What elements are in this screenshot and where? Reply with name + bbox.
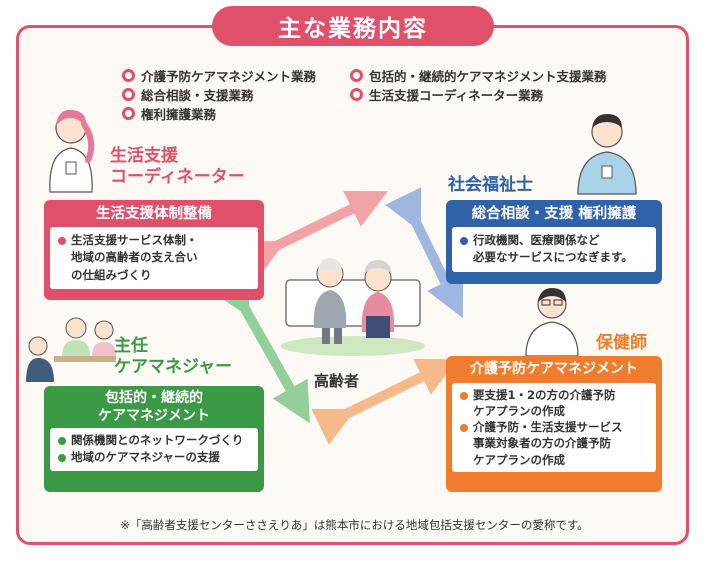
box-heading: 介護予防ケアマネジメント bbox=[470, 361, 638, 377]
care-manager-illustration bbox=[26, 317, 116, 382]
nurse-illustration bbox=[525, 288, 579, 356]
role-social-worker: 社会福祉士 bbox=[448, 175, 533, 195]
duties-list-left: 介護予防ケアマネジメント業務 総合相談・支援業務 権利擁護業務 bbox=[122, 66, 316, 123]
duty-item: 権利擁護業務 bbox=[122, 104, 316, 123]
role-coordinator: 生活支援 コーディネーター bbox=[110, 146, 245, 188]
box-coordinator: 生活支援体制整備 生活支援サービス体制・ 地域の高齢者の支え合い の仕組みづくり bbox=[44, 200, 264, 300]
box-heading: 生活支援体制整備 bbox=[96, 206, 212, 222]
bullet-icon bbox=[460, 391, 468, 400]
bullet-icon bbox=[58, 237, 66, 246]
flower-icon bbox=[122, 88, 135, 101]
box-social-worker: 総合相談・支援 権利擁護 行政機関、医療関係など 必要なサービスにつなぎます。 bbox=[446, 200, 662, 284]
box-care-manager: 包括的・継続的 ケアマネジメント 関係機関とのネットワークづくり 地域のケアマネ… bbox=[44, 386, 264, 492]
flower-icon bbox=[350, 88, 363, 101]
duty-item: 介護予防ケアマネジメント業務 bbox=[122, 66, 316, 85]
bullet-icon bbox=[58, 437, 66, 445]
role-nurse: 保健師 bbox=[596, 333, 647, 353]
coordinator-illustration bbox=[49, 109, 95, 193]
box-body: 生活支援サービス体制・ 地域の高齢者の支え合い の仕組みづくり bbox=[50, 227, 258, 289]
arrow-care-manager bbox=[212, 272, 310, 424]
box-nurse: 介護予防ケアマネジメント 要支援1・2の方の介護予防 ケアプランの作成 介護予防… bbox=[446, 356, 662, 492]
box-heading: 包括的・継続的 ケアマネジメント bbox=[98, 390, 210, 424]
bullet-icon bbox=[58, 454, 66, 463]
flower-icon bbox=[122, 69, 135, 82]
list-item: 地域のケアマネジャーの支援 bbox=[58, 449, 250, 466]
duty-item: 生活支援コーディネーター業務 bbox=[350, 85, 607, 104]
box-heading: 総合相談・支援 権利擁護 bbox=[471, 206, 637, 222]
flower-icon bbox=[350, 69, 363, 82]
social-worker-illustration bbox=[577, 114, 637, 195]
duty-item: 包括的・継続的ケアマネジメント支援業務 bbox=[350, 66, 607, 85]
box-body: 関係機関とのネットワークづくり 地域のケアマネジャーの支援 bbox=[50, 428, 258, 471]
center-label-elderly: 高齢者 bbox=[314, 372, 360, 390]
list-item: 関係機関とのネットワークづくり bbox=[58, 432, 250, 449]
duty-item: 総合相談・支援業務 bbox=[122, 85, 316, 104]
list-item: 要支援1・2の方の介護予防 ケアプランの作成 bbox=[460, 387, 648, 420]
box-body: 要支援1・2の方の介護予防 ケアプランの作成 介護予防・生活支援サービス 事業対… bbox=[452, 382, 656, 473]
arrow-social-worker bbox=[385, 187, 464, 318]
list-item: 行政機関、医療関係など 必要なサービスにつなぎます。 bbox=[460, 232, 648, 267]
bullet-icon bbox=[460, 424, 468, 433]
list-item: 生活支援サービス体制・ 地域の高齢者の支え合い の仕組みづくり bbox=[58, 232, 250, 284]
flower-icon bbox=[122, 107, 135, 120]
role-care-manager: 主任 ケアマネジャー bbox=[114, 336, 233, 378]
arrow-nurse bbox=[311, 358, 458, 445]
page-title: 主な業務内容 bbox=[212, 6, 494, 46]
bullet-icon bbox=[460, 237, 468, 246]
arrow-coordinator bbox=[241, 190, 388, 277]
duties-list-right: 包括的・継続的ケアマネジメント支援業務 生活支援コーディネーター業務 bbox=[350, 66, 607, 104]
footnote: ※「高齢者支援センターささえりあ」は熊本市における地域包括支援センターの愛称です… bbox=[120, 518, 589, 532]
list-item: 介護予防・生活支援サービス 事業対象者の方の介護予防 ケアプランの作成 bbox=[460, 419, 648, 468]
box-body: 行政機関、医療関係など 必要なサービスにつなぎます。 bbox=[452, 227, 656, 272]
